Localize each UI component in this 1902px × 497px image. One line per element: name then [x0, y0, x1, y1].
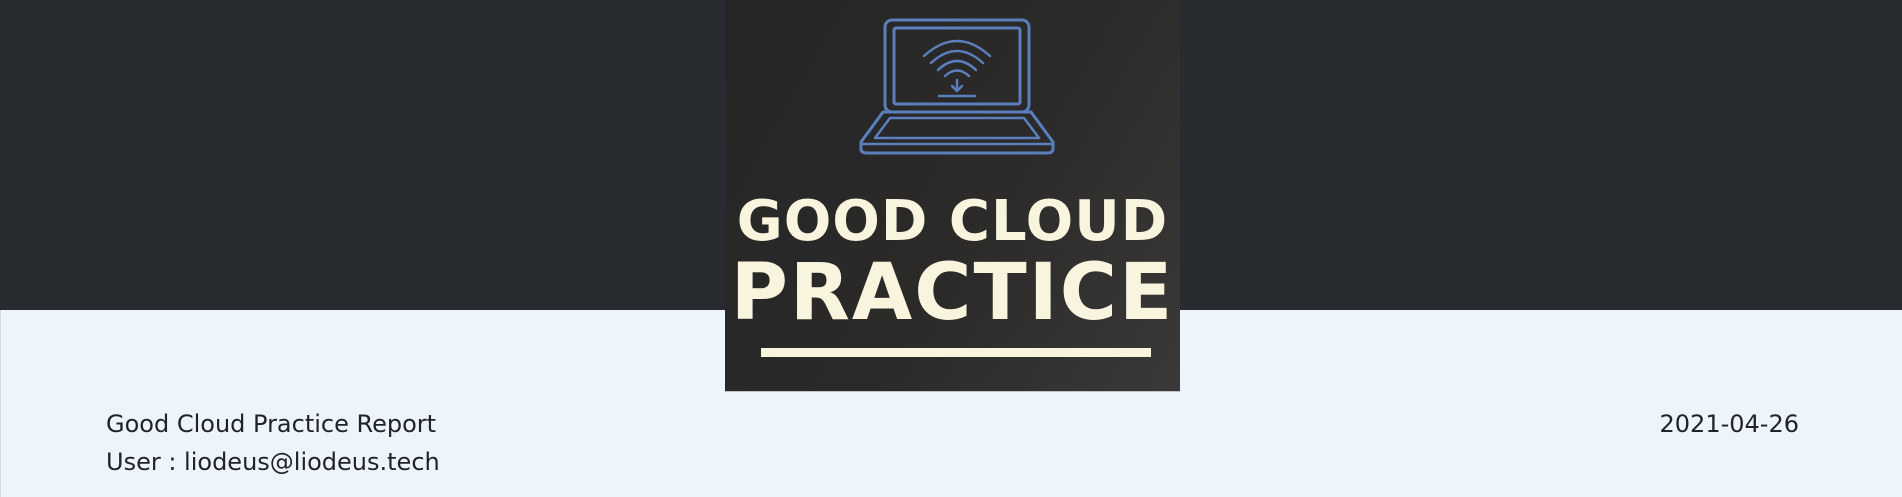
logo: GOOD CLOUD PRACTICE: [725, 0, 1180, 391]
report-date: 2021-04-26: [1659, 410, 1799, 438]
logo-text-line-1: GOOD CLOUD: [736, 189, 1169, 254]
logo-text-line-2: PRACTICE: [730, 248, 1175, 338]
laptop-wifi-icon: [859, 18, 1055, 155]
logo-underline: [761, 348, 1151, 357]
report-title: Good Cloud Practice Report: [106, 410, 437, 438]
report-user: User : liodeus@liodeus.tech: [106, 448, 440, 476]
